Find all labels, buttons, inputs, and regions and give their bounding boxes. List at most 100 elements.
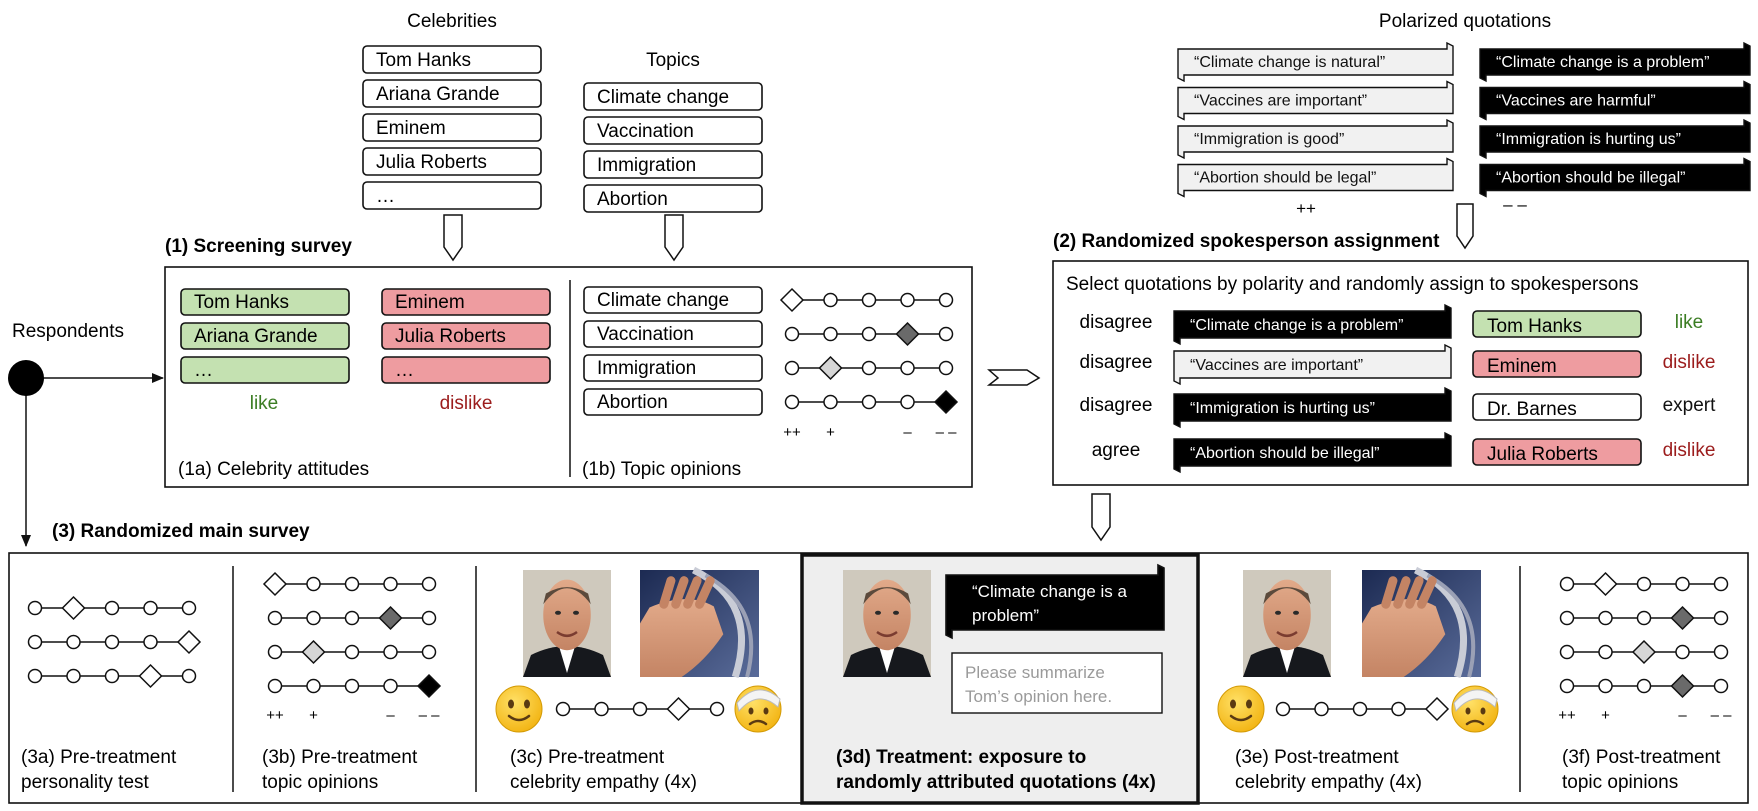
dislike-label: dislike (440, 393, 493, 414)
assignment-title: (2) Randomized spokesperson assignment (1053, 231, 1440, 252)
celebrity-label: Ariana Grande (376, 84, 500, 105)
scale-point (861, 360, 877, 376)
selected-diamond-icon (818, 355, 843, 381)
summary-input[interactable] (951, 652, 1163, 714)
celebrity-box (362, 147, 542, 176)
celebrity-label: Tom Hanks (376, 50, 471, 71)
finger (659, 576, 676, 609)
treatment-quote-bubble (945, 563, 1165, 640)
scale-point (900, 360, 915, 376)
spokesperson-name: Eminem (1487, 356, 1557, 377)
topic-opinions-caption: (1b) Topic opinions (582, 459, 741, 480)
scale-point (938, 326, 954, 342)
topic-label: Abortion (597, 189, 668, 210)
screening-topic-box (583, 286, 763, 314)
head-bandage-face-icon (734, 685, 782, 733)
quotation-text: “Abortion should be illegal” (1496, 170, 1685, 187)
caption-3a-line1: (3a) Pre-treatment (21, 747, 177, 768)
eye (555, 610, 561, 615)
quotation-text: “Vaccines are harmful” (1496, 93, 1656, 110)
hair (1263, 587, 1311, 605)
scale-point (594, 701, 609, 717)
like-label: like (250, 393, 279, 414)
selected-diamond-icon (301, 639, 326, 665)
attitude-label: dislike (1663, 352, 1716, 373)
scale-point (861, 326, 877, 342)
topic-label: Climate change (597, 87, 729, 108)
finger (1405, 576, 1424, 609)
spokesperson-box (1472, 438, 1642, 466)
scale-label: + (826, 424, 835, 441)
scale-point (306, 610, 321, 626)
personality-scale (27, 595, 197, 621)
caption-3d-line2: randomly attributed quotations (4x) (836, 772, 1156, 793)
empathy-scale (1275, 696, 1450, 722)
scale-point (1391, 701, 1406, 717)
screening-topic-box (583, 320, 763, 348)
disliked-celebrity-box (381, 356, 551, 384)
quotation-bubble (1173, 431, 1452, 474)
caption-3e-line2: celebrity empathy (4x) (1235, 772, 1422, 793)
scale-point (421, 644, 437, 660)
shirt (558, 643, 576, 673)
topic-scale (784, 389, 959, 415)
topic-box (583, 116, 763, 145)
celebrity-attitudes-caption: (1a) Celebrity attitudes (178, 459, 369, 480)
celebrity-box (362, 79, 542, 108)
quotation-text: “Climate change is a problem” (1190, 317, 1403, 334)
post-topic-scale (1559, 605, 1729, 631)
bandage (736, 689, 781, 713)
personality-scale (27, 629, 202, 655)
scale-point (344, 678, 360, 694)
hand (1362, 599, 1446, 677)
scale-label: + (309, 707, 318, 724)
scale-point (784, 326, 800, 342)
finger (683, 576, 702, 609)
scale-point (1352, 701, 1368, 717)
eye (875, 610, 881, 615)
scale-label: ++ (266, 707, 284, 724)
quotation-text: “Abortion should be legal” (1194, 170, 1376, 187)
shirt (1278, 643, 1296, 673)
post-topic-scale (1559, 673, 1729, 699)
post-topic-scale (1559, 571, 1729, 597)
scale-point (900, 292, 915, 308)
pre-topic-scale (267, 639, 437, 665)
empathy-scale (555, 696, 725, 722)
scale-point (938, 360, 954, 376)
scale-label: – (386, 707, 395, 724)
face (1263, 579, 1311, 651)
down-arrow-icon (1456, 203, 1474, 250)
quotes-con-label: – – (1503, 195, 1527, 214)
scale-point (1559, 610, 1575, 626)
scale-point (267, 678, 283, 694)
spokesperson-name: Julia Roberts (1487, 444, 1598, 465)
emoji-eye (1230, 699, 1236, 709)
emoji-mouth (748, 719, 768, 726)
quotation-bubble (1177, 157, 1454, 198)
summary-placeholder-line1: Please summarize (965, 663, 1105, 682)
post-topic-scale (1559, 639, 1729, 665)
scale-point (344, 644, 360, 660)
pre-empathy-scale (495, 685, 782, 733)
liked-celebrity-label: Ariana Grande (194, 326, 318, 347)
treatment-quote-line1: “Climate change is a (972, 582, 1128, 601)
topic-box (583, 82, 763, 111)
scale-point (143, 600, 158, 616)
scale-label: – (1678, 707, 1687, 724)
personality-test-scales (27, 595, 202, 689)
scale-label: – (903, 424, 912, 441)
scale-point (1559, 644, 1575, 660)
down-arrow-icon (664, 214, 684, 262)
stance-label: disagree (1080, 352, 1153, 373)
spokesperson-box (1472, 350, 1642, 378)
caption-3f-line1: (3f) Post-treatment (1562, 747, 1721, 768)
emoji-eye (763, 707, 769, 715)
disliked-celebrity-label: Eminem (395, 292, 465, 313)
pre-topic-scale (267, 673, 442, 699)
main-title: (3) Randomized main survey (52, 521, 310, 542)
scale-point (383, 576, 398, 592)
eye (1275, 610, 1281, 615)
